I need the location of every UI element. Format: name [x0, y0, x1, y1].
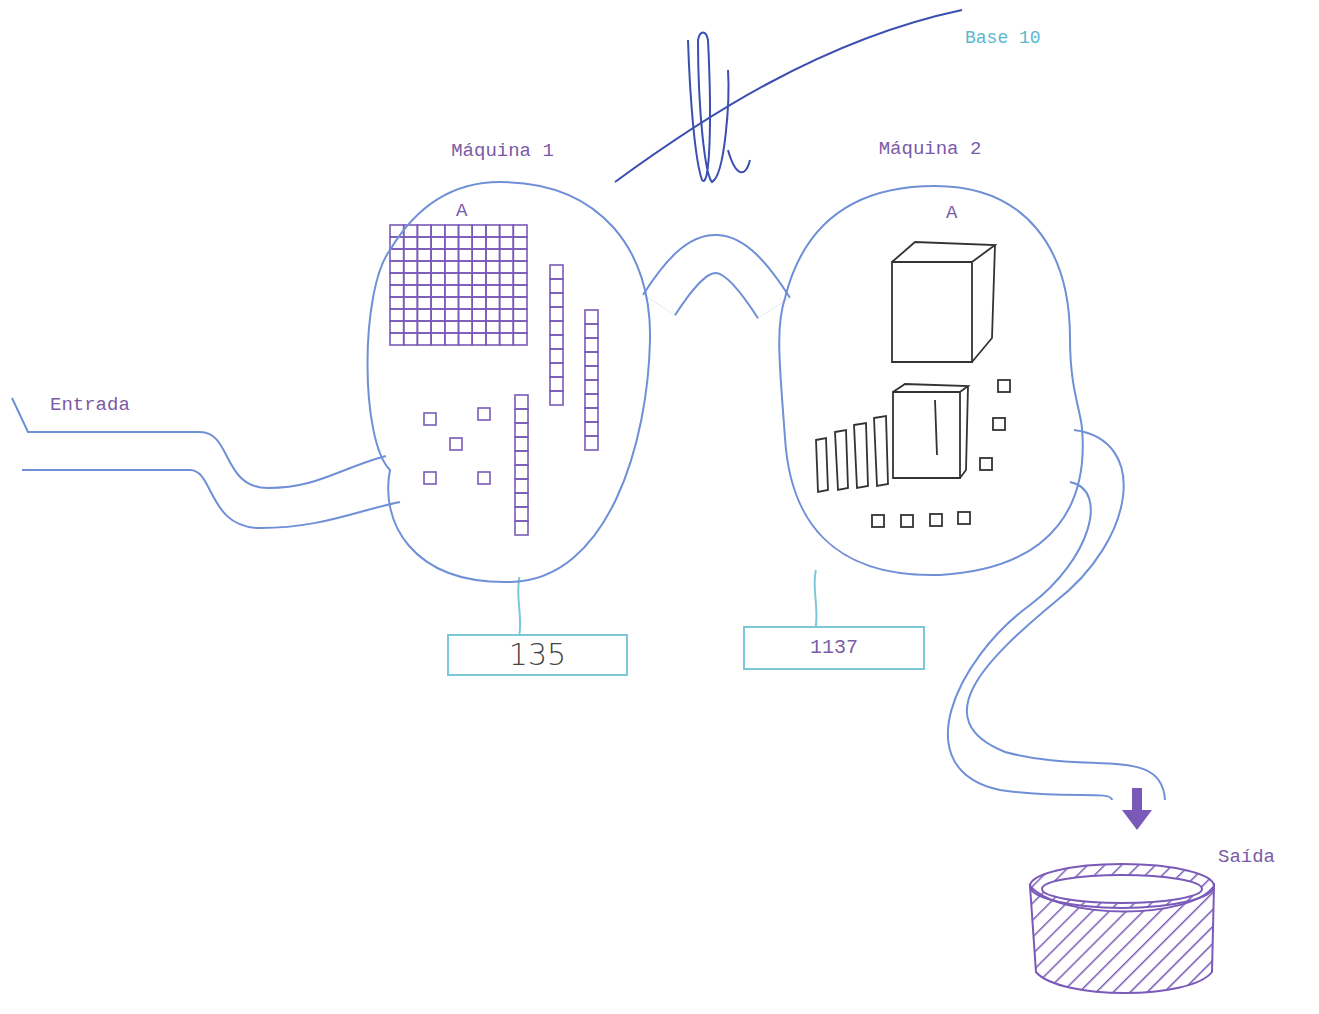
machine-blob: Máquina 2 A — [760, 138, 1100, 578]
leader-line — [518, 577, 520, 634]
base-ten-blocks-3d — [816, 242, 1010, 527]
result-number: 1137 — [810, 638, 858, 658]
machine-outline — [340, 140, 665, 585]
exit-pipe — [948, 430, 1165, 800]
machine-letter: A — [946, 202, 957, 224]
machine-outline — [760, 138, 1100, 578]
entrance-pipe — [12, 398, 400, 528]
result-number: 135 — [509, 640, 566, 670]
pipe-label: Saída — [1218, 846, 1275, 868]
result-box: 1137 — [743, 626, 925, 670]
exit-arrow — [1122, 788, 1152, 830]
machine-title: Máquina 1 — [340, 140, 665, 162]
pipe-label: Entrada — [50, 394, 130, 416]
exit-bowl — [1030, 864, 1214, 993]
base-label: Base 10 — [965, 28, 1041, 48]
machine-blob: Máquina 1 A — [340, 140, 665, 585]
result-box: 135 — [447, 634, 628, 676]
machine-title: Máquina 2 — [760, 138, 1100, 160]
connecting-tube — [659, 254, 774, 308]
leader-line — [815, 570, 817, 626]
base-ten-blocks — [390, 225, 598, 535]
machine-letter: A — [456, 200, 467, 222]
